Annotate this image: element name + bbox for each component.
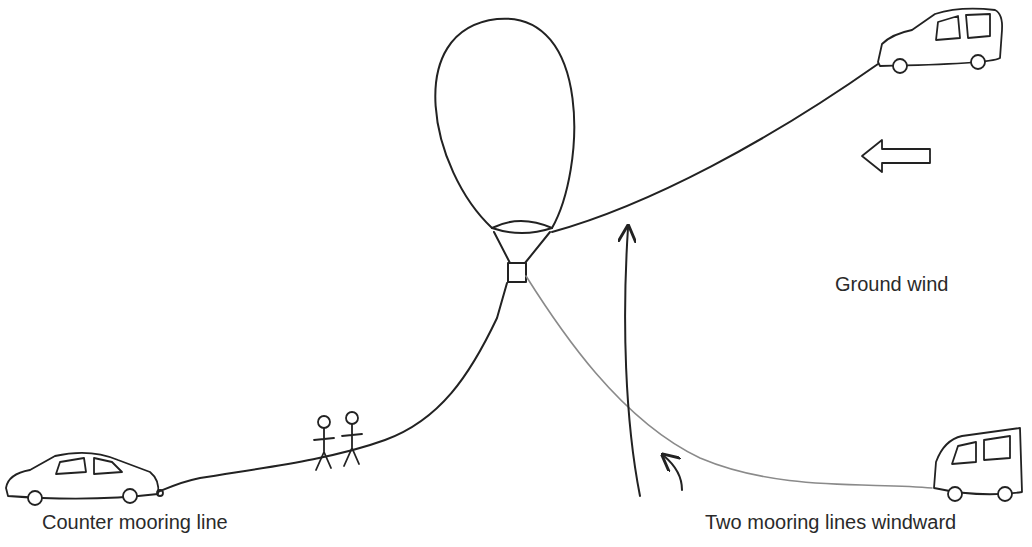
car: [878, 9, 1002, 73]
caption-label: Two mooring lines windward: [705, 510, 956, 534]
car: [6, 453, 163, 505]
basket-ropes: [494, 232, 550, 263]
balloon-envelope: [435, 19, 574, 228]
basket: [508, 263, 526, 282]
caption-label: Counter mooring line: [42, 510, 228, 534]
balloon-mouth: [492, 221, 552, 233]
mooring-line: [552, 64, 878, 232]
pointer-arrow: [664, 456, 682, 490]
mooring-line: [526, 276, 932, 488]
van: [934, 428, 1022, 501]
counter-mooring-line: [158, 283, 507, 492]
pointer-arrow: [625, 228, 640, 496]
wind-label: Ground wind: [835, 272, 948, 296]
stick-figure: [314, 412, 362, 470]
wind-arrow: [862, 140, 930, 172]
